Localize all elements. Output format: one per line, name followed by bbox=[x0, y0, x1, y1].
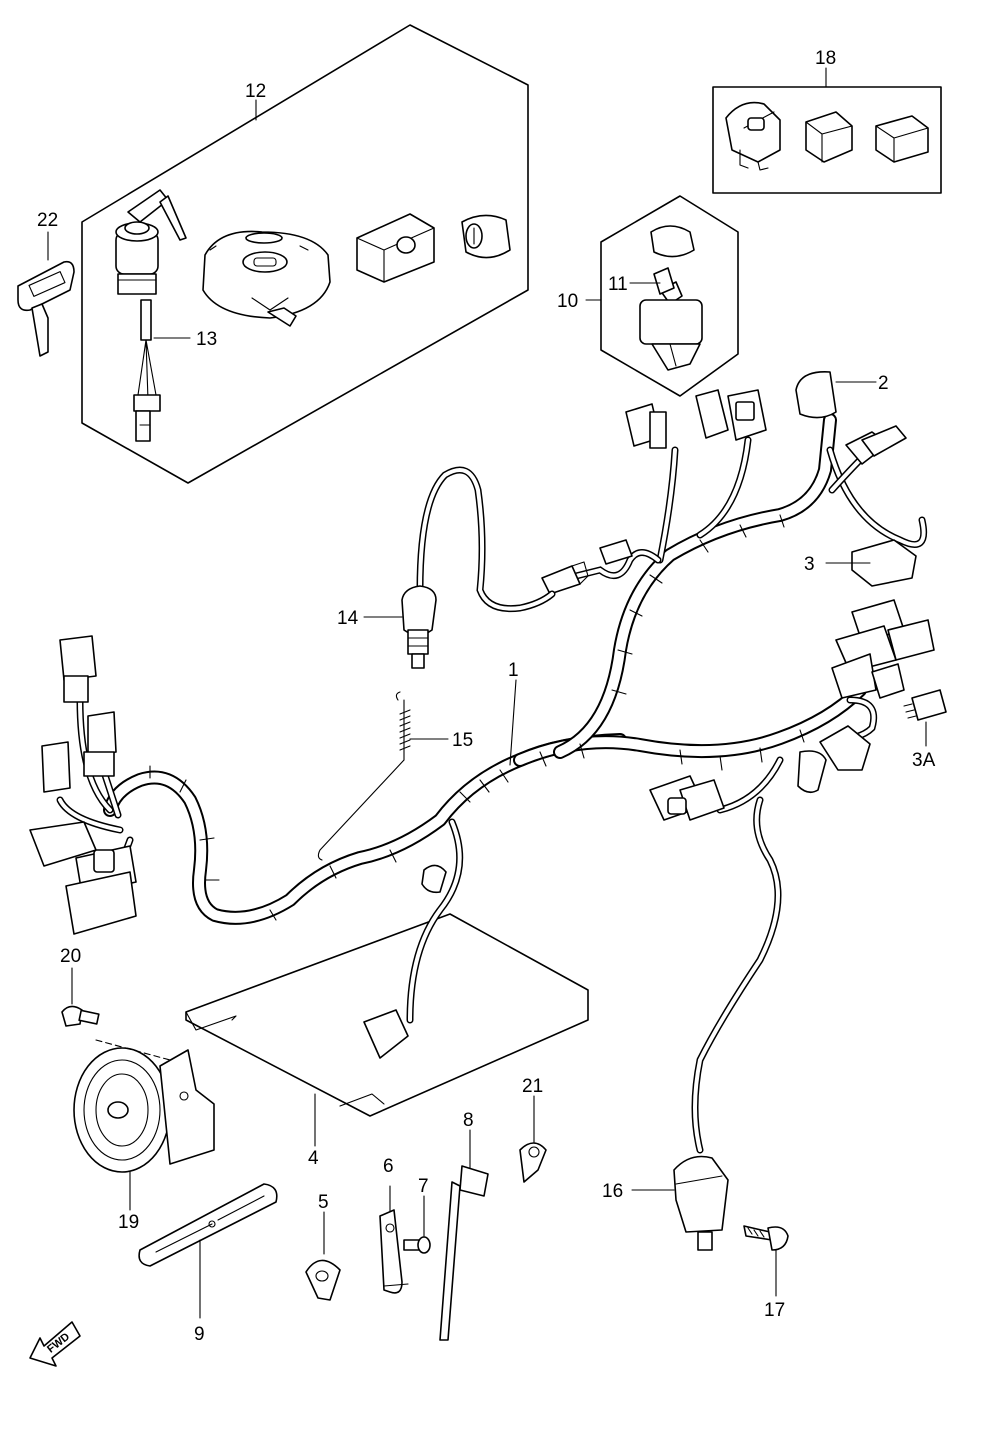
harness-sheet-branch[interactable] bbox=[363, 818, 464, 1059]
harness-left-connectors[interactable] bbox=[29, 635, 137, 935]
label-2: 2 bbox=[878, 373, 889, 394]
label-9: 9 bbox=[194, 1324, 205, 1345]
label-18: 18 bbox=[815, 48, 836, 69]
wire-harness-main[interactable] bbox=[103, 413, 867, 925]
relay-box-10 bbox=[585, 195, 739, 397]
lock-cylinder bbox=[461, 214, 511, 259]
label-7: 7 bbox=[418, 1176, 429, 1197]
fuel-cap[interactable] bbox=[202, 230, 331, 327]
horn-19[interactable] bbox=[73, 1039, 215, 1173]
label-11: 11 bbox=[608, 274, 628, 295]
ignition-switch[interactable] bbox=[115, 189, 187, 442]
harness-right-connectors[interactable] bbox=[797, 599, 947, 794]
fwd-arrow-icon: FWD bbox=[29, 1321, 81, 1367]
screw-7[interactable] bbox=[403, 1236, 431, 1254]
bolt-17[interactable] bbox=[743, 1225, 789, 1251]
label-21: 21 bbox=[522, 1076, 543, 1097]
label-6: 6 bbox=[383, 1156, 394, 1177]
clamp-5[interactable] bbox=[305, 1259, 341, 1301]
label-13: 13 bbox=[196, 329, 217, 350]
label-15: 15 bbox=[452, 730, 473, 751]
bolt-20[interactable] bbox=[61, 1005, 100, 1027]
label-12: 12 bbox=[245, 81, 266, 102]
sheet-4[interactable] bbox=[185, 913, 589, 1117]
label-20: 20 bbox=[60, 946, 81, 967]
band-9[interactable] bbox=[138, 1183, 278, 1267]
label-5: 5 bbox=[318, 1192, 329, 1213]
label-8: 8 bbox=[463, 1110, 474, 1131]
harness-lower-connectors[interactable] bbox=[649, 756, 784, 821]
label-19: 19 bbox=[118, 1212, 139, 1233]
key-22[interactable] bbox=[17, 231, 75, 357]
label-3a: 3A bbox=[912, 750, 936, 771]
caps-box-18 bbox=[712, 67, 942, 194]
label-10: 10 bbox=[557, 291, 578, 312]
cable-tie-8[interactable] bbox=[439, 1165, 489, 1341]
harness-upper-connectors[interactable] bbox=[541, 371, 928, 595]
label-4: 4 bbox=[308, 1148, 319, 1169]
label-3: 3 bbox=[804, 554, 815, 575]
label-16: 16 bbox=[602, 1181, 623, 1202]
label-14: 14 bbox=[337, 608, 359, 629]
kit-box-12 bbox=[81, 24, 529, 484]
lock-cover bbox=[356, 213, 435, 283]
label-22: 22 bbox=[37, 210, 58, 231]
clamp-21[interactable] bbox=[519, 1142, 547, 1183]
label-1: 1 bbox=[508, 660, 519, 681]
spring-15[interactable] bbox=[317, 691, 411, 861]
label-17: 17 bbox=[764, 1300, 785, 1321]
sensor-16[interactable] bbox=[673, 796, 782, 1251]
clip-6[interactable] bbox=[379, 1209, 409, 1294]
brake-switch-14[interactable] bbox=[401, 466, 556, 669]
